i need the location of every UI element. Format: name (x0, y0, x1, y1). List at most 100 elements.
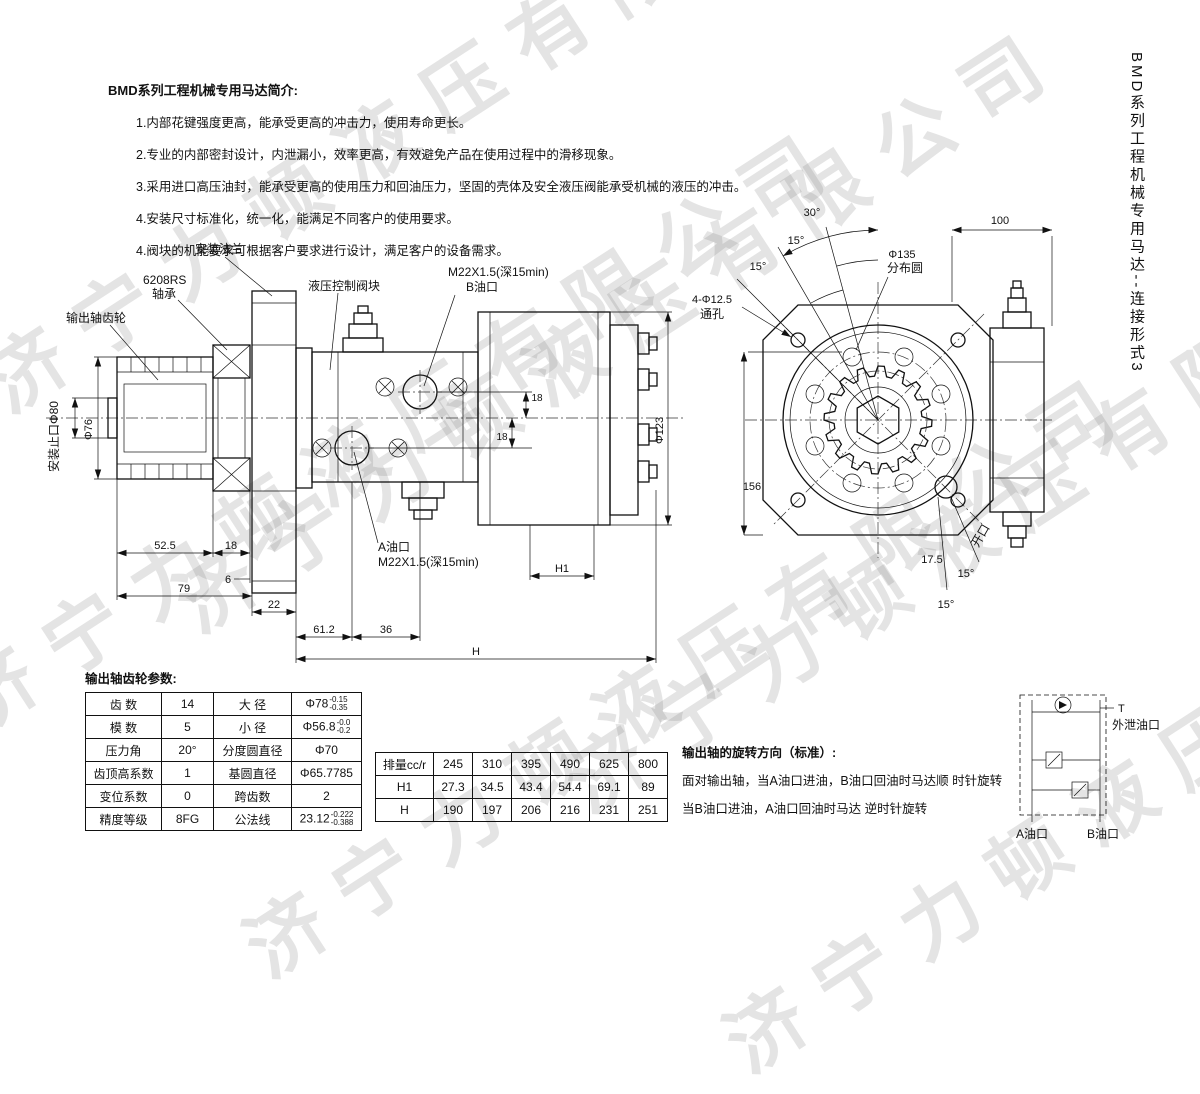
gear-table-title: 输出轴齿轮参数: (85, 672, 177, 686)
technical-drawing: 52.5 18 6 79 22 61.2 36 H H1 18 18 Φ76 Φ… (46, 207, 1160, 841)
front-view: 30° 15° 15° 100 Φ135 分布圆 4-Φ12.5 通孔 156 … (692, 207, 1053, 611)
table-cell: 625 (589, 752, 629, 776)
intro-point: 4.阀块的机能要求可根据客户要求进行设计，满足客户的设备需求。 (136, 244, 509, 258)
table-cell: 54.4 (550, 775, 590, 799)
a-port-schematic-label: A油口 (1016, 827, 1048, 841)
dim-22: 22 (268, 599, 280, 611)
table-cell: 小 径 (213, 715, 292, 739)
dim-18b: 18 (531, 393, 543, 404)
intro-title: BMD系列工程机械专用马达简介: (108, 83, 298, 98)
table-row: 变位系数 0 跨齿数 2 (85, 784, 362, 808)
table-row: 齿 数 14 大 径 Φ78-0.15-0.35 (85, 692, 362, 716)
table-cell: H (375, 798, 434, 822)
table-cell: 310 (472, 752, 512, 776)
spigot-label: 安装止口Φ80 (46, 401, 61, 472)
table-cell: 245 (433, 752, 473, 776)
table-row: 精度等级 8FG 公法线 23.12-0.222-0.388 (85, 807, 362, 831)
page-title-vertical: BMD系列工程机械专用马达--连接形式3 (1128, 52, 1145, 374)
table-cell: 1 (161, 761, 214, 785)
dim-18: 18 (225, 540, 237, 552)
mounting-flange-label: 安装法兰 (195, 241, 243, 256)
bearing-model-label: 6208RS (143, 273, 186, 287)
table-cell: 8FG (161, 807, 214, 831)
table-cell: 800 (628, 752, 668, 776)
table-cell: 精度等级 (85, 807, 162, 831)
table-cell: 490 (550, 752, 590, 776)
bolt-distribution-circle (809, 351, 947, 489)
dim-52-5: 52.5 (154, 540, 175, 552)
t-port-label: T (1118, 703, 1125, 715)
table-row: H 190 197 206 216 231 251 (375, 798, 668, 822)
dim-H1: H1 (555, 563, 569, 575)
dim-15deg: 15° (958, 568, 975, 580)
dim-79: 79 (178, 583, 190, 595)
rotation-title: 输出轴的旋转方向（标准）: (682, 746, 837, 760)
intro-point: 1.内部花键强度更高，能承受更高的冲击力，使用寿命更长。 (136, 116, 472, 130)
table-cell: 基圆直径 (213, 761, 292, 785)
dim-18c: 18 (496, 432, 508, 443)
a-port-label: A油口 (378, 540, 410, 554)
hydraulic-schematic: T 外泄油口 A油口 B油口 (1016, 694, 1160, 841)
table-cell: Φ56.8-0.0-0.2 (291, 715, 362, 739)
output-gear-label: 输出轴齿轮 (66, 310, 126, 325)
table-cell: 齿顶高系数 (85, 761, 162, 785)
table-row: 模 数 5 小 径 Φ56.8-0.0-0.2 (85, 715, 362, 739)
table-cell: 89 (628, 775, 668, 799)
table-cell: 216 (550, 798, 590, 822)
table-row: H1 27.3 34.5 43.4 54.4 69.1 89 (375, 775, 668, 799)
table-cell: 齿 数 (85, 692, 162, 716)
drain-port (934, 475, 958, 499)
table-cell: 20° (161, 738, 214, 762)
table-cell: 197 (472, 798, 512, 822)
output-shaft-gear (107, 356, 214, 480)
spline-gear (823, 365, 933, 475)
mounting-flange (251, 290, 297, 594)
table-cell: 43.4 (511, 775, 551, 799)
table-cell: 206 (511, 798, 551, 822)
bearing-6208rs (212, 344, 251, 492)
table-cell: Φ70 (291, 738, 362, 762)
dist-circle-label: 分布圆 (887, 261, 923, 275)
table-cell: 395 (511, 752, 551, 776)
table-cell: 大 径 (213, 692, 292, 716)
table-cell: 排量cc/r (375, 752, 434, 776)
table-cell: 跨齿数 (213, 784, 292, 808)
intro-point: 4.安装尺寸标准化，统一化，能满足不同客户的使用要求。 (136, 212, 459, 226)
dim-6: 6 (225, 574, 231, 586)
table-cell: 27.3 (433, 775, 473, 799)
gear-parameter-table: 输出轴齿轮参数: 齿 数 14 大 径 Φ78-0.15-0.35 模 数 5 … (85, 668, 362, 831)
table-cell: 0 (161, 784, 214, 808)
table-cell: 23.12-0.222-0.388 (291, 807, 362, 831)
table-cell: 模 数 (85, 715, 162, 739)
dim-17-5: 17.5 (921, 554, 942, 566)
dim-phi135: Φ135 (888, 249, 915, 261)
hex-socket (856, 395, 900, 445)
b-port-spec-label: M22X1.5(深15min) (448, 265, 549, 279)
table-cell: 251 (628, 798, 668, 822)
opening-label: 开口 (968, 522, 992, 550)
dim-36: 36 (380, 624, 392, 636)
rotation-note: 输出轴的旋转方向（标准）: 面对输出轴，当A油口进油，B油口回油时马达顺 时针旋… (682, 742, 1027, 817)
through-hole-label: 通孔 (700, 307, 724, 321)
table-cell: 公法线 (213, 807, 292, 831)
flange-octagon (762, 304, 994, 536)
rotation-line: 当B油口进油，A油口回油时马达 逆时针旋转 (682, 802, 928, 816)
intro-block: BMD系列工程机械专用马达简介: 1.内部花键强度更高，能承受更高的冲击力，使用… (108, 80, 758, 259)
motor-body (477, 311, 658, 526)
table-cell: 5 (161, 715, 214, 739)
dim-H: H (472, 646, 480, 658)
dim-30deg: 30° (804, 207, 821, 219)
dim-phi123: Φ123 (654, 417, 666, 444)
dim-15deg: 15° (788, 235, 805, 247)
intro-point: 3.采用进口高压油封，能承受更高的使用压力和回油压力，坚固的壳体及安全液压阀能承… (136, 180, 747, 194)
dim-61-2: 61.2 (313, 624, 334, 636)
table-cell: 231 (589, 798, 629, 822)
table-cell: 变位系数 (85, 784, 162, 808)
valve-block (295, 305, 479, 520)
b-port-label: B油口 (466, 280, 498, 294)
table-cell: 2 (291, 784, 362, 808)
table-row: 压力角 20° 分度圆直径 Φ70 (85, 738, 362, 762)
drain-port-label: 外泄油口 (1112, 718, 1160, 732)
table-row: 齿顶高系数 1 基圆直径 Φ65.7785 (85, 761, 362, 785)
table-cell: Φ78-0.15-0.35 (291, 692, 362, 716)
